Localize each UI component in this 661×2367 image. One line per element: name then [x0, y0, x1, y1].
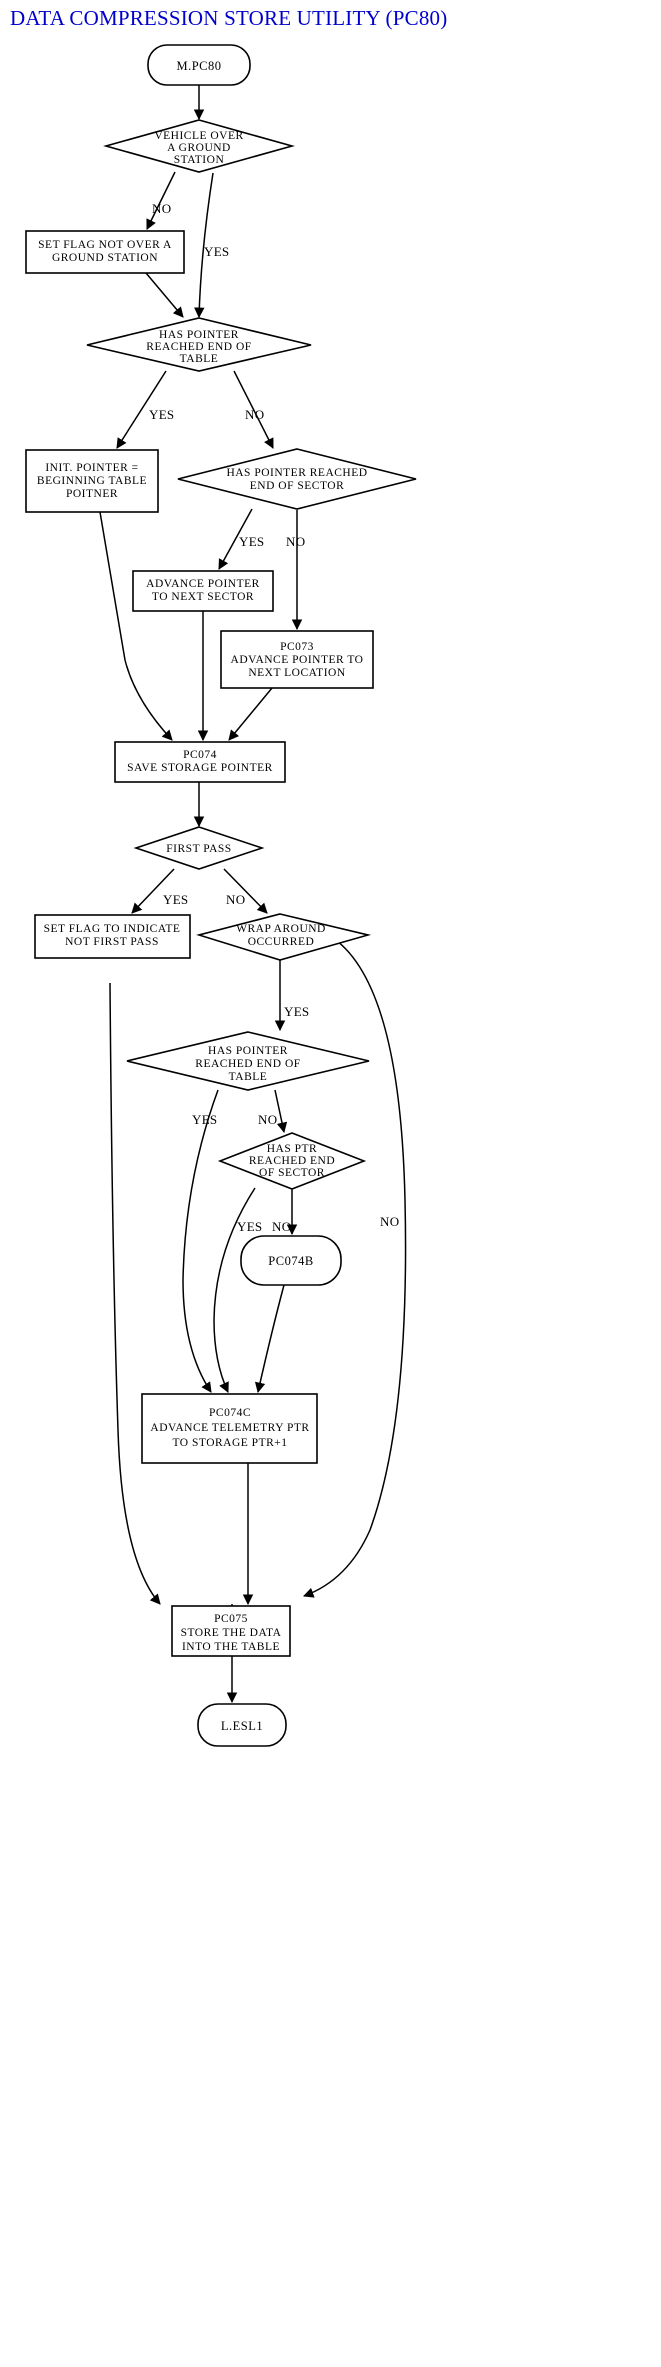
- edge-firstpass-no: [223, 868, 268, 914]
- edge-label-wrap-no: NO: [380, 1214, 399, 1229]
- node-sector2-line-1: HAS PTR: [267, 1143, 317, 1155]
- edge-pc073-to-pc074: [228, 687, 273, 741]
- edge-vehicle-no: [146, 171, 176, 230]
- node-setflag-notover-line-1: SET FLAG NOT OVER A: [38, 239, 172, 251]
- node-decision-has-ptr-reached-end-of-sector-2[interactable]: HAS PTR REACHED END OF SECTOR: [217, 1132, 367, 1190]
- edge-table1-no: [233, 370, 274, 449]
- node-decision-has-pointer-reached-end-of-table-2[interactable]: HAS POINTER REACHED END OF TABLE: [126, 1031, 370, 1091]
- node-sector1-line-2: END OF SECTOR: [250, 480, 344, 492]
- node-pc074-line-1: PC074: [183, 749, 217, 761]
- node-pc074c-line-1: PC074C: [209, 1407, 251, 1419]
- node-firstpass-label: FIRST PASS: [166, 843, 231, 855]
- node-wrap-line-1: WRAP AROUND: [236, 923, 326, 935]
- edge-label-table1-yes: YES: [149, 407, 174, 422]
- node-table2-line-1: HAS POINTER: [208, 1045, 288, 1057]
- node-terminator-pc074b[interactable]: PC074B: [240, 1235, 342, 1286]
- node-process-set-flag-not-first-pass[interactable]: SET FLAG TO INDICATE NOT FIRST PASS: [34, 914, 191, 959]
- node-decision-first-pass[interactable]: FIRST PASS: [133, 826, 265, 870]
- node-process-pc074[interactable]: PC074 SAVE STORAGE POINTER: [114, 741, 286, 783]
- node-pc074b-label: PC074B: [268, 1254, 313, 1268]
- edge-label-table2-yes: YES: [192, 1112, 217, 1127]
- node-table2-line-3: TABLE: [229, 1071, 268, 1083]
- node-vehicle-line-3: STATION: [174, 154, 225, 166]
- edge-label-sector1-yes: YES: [239, 534, 264, 549]
- node-process-init-pointer[interactable]: INIT. POINTER = BEGINNING TABLE POITNER: [25, 449, 159, 513]
- node-initpointer-line-1: INIT. POINTER =: [45, 462, 138, 474]
- edge-setflagnotfirst-to-pc075: [109, 982, 161, 1605]
- node-table1-line-3: TABLE: [180, 353, 219, 365]
- node-table1-line-1: HAS POINTER: [159, 329, 239, 341]
- node-sector1-line-1: HAS POINTER REACHED: [226, 467, 367, 479]
- edge-label-firstpass-yes: YES: [163, 892, 188, 907]
- edge-label-vehicle-yes: YES: [204, 244, 229, 259]
- node-decision-has-pointer-reached-end-of-table-1[interactable]: HAS POINTER REACHED END OF TABLE: [86, 317, 312, 372]
- edge-pc074b-to-pc074c: [254, 1284, 285, 1394]
- page-title: DATA COMPRESSION STORE UTILITY (PC80): [10, 6, 448, 30]
- edge-sector1-yes: [218, 508, 253, 570]
- node-pc073-line-3: NEXT LOCATION: [248, 667, 346, 679]
- edge-sector2-yes: [213, 1187, 256, 1393]
- edge-initpointer-to-pc074: [99, 511, 173, 741]
- node-initpointer-line-2: BEGINNING TABLE: [37, 475, 147, 487]
- node-setflag-notfirst-line-2: NOT FIRST PASS: [65, 936, 159, 948]
- edge-vehicle-yes: [194, 172, 214, 319]
- node-start-label: M.PC80: [176, 59, 221, 73]
- edge-label-wrap-yes: YES: [284, 1004, 309, 1019]
- node-terminator-end[interactable]: L.ESL1: [197, 1703, 287, 1747]
- node-vehicle-line-2: A GROUND: [167, 142, 231, 154]
- edge-wrap-no: [303, 935, 407, 1598]
- node-vehicle-line-1: VEHICLE OVER: [154, 130, 243, 142]
- edge-label-sector1-no: NO: [286, 534, 305, 549]
- node-sector2-line-2: REACHED END: [249, 1155, 335, 1167]
- node-decision-vehicle-over-ground-station[interactable]: VEHICLE OVER A GROUND STATION: [103, 119, 295, 173]
- node-pc075-line-1: PC075: [214, 1613, 248, 1625]
- node-pc075-line-2: STORE THE DATA: [181, 1627, 282, 1639]
- node-process-set-flag-not-over-ground-station[interactable]: SET FLAG NOT OVER A GROUND STATION: [25, 230, 185, 274]
- node-setflag-notfirst-line-1: SET FLAG TO INDICATE: [44, 923, 181, 935]
- node-advsector-line-1: ADVANCE POINTER: [146, 578, 260, 590]
- node-sector2-line-3: OF SECTOR: [259, 1167, 325, 1179]
- node-pc074c-line-2: ADVANCE TELEMETRY PTR: [150, 1422, 309, 1434]
- edge-label-firstpass-no: NO: [226, 892, 245, 907]
- edge-table1-yes: [116, 370, 167, 449]
- node-start[interactable]: M.PC80: [147, 44, 251, 86]
- edge-setflag-to-table1: [145, 272, 184, 318]
- node-pc074c-line-3: TO STORAGE PTR+1: [172, 1437, 287, 1449]
- node-pc075-line-3: INTO THE TABLE: [182, 1641, 280, 1653]
- node-table2-line-2: REACHED END OF: [195, 1058, 300, 1070]
- node-end-label: L.ESL1: [221, 1719, 263, 1733]
- node-decision-wrap-around-occurred[interactable]: WRAP AROUND OCCURRED: [196, 913, 372, 961]
- edge-firstpass-yes: [131, 868, 175, 914]
- node-advsector-line-2: TO NEXT SECTOR: [152, 591, 254, 603]
- edge-label-table1-no: NO: [245, 407, 264, 422]
- node-initpointer-line-3: POITNER: [66, 488, 118, 500]
- node-setflag-notover-line-2: GROUND STATION: [52, 252, 158, 264]
- node-wrap-line-2: OCCURRED: [248, 936, 315, 948]
- edge-table2-no: [274, 1089, 288, 1134]
- edge-label-vehicle-no: NO: [152, 201, 171, 216]
- edge-label-sector2-no: NO: [272, 1219, 291, 1234]
- node-pc073-line-2: ADVANCE POINTER TO: [231, 654, 364, 666]
- edge-label-table2-no: NO: [258, 1112, 277, 1127]
- edge-table2-yes: [182, 1089, 219, 1393]
- node-process-pc074c[interactable]: PC074C ADVANCE TELEMETRY PTR TO STORAGE …: [141, 1393, 318, 1464]
- node-process-pc075[interactable]: PC075 STORE THE DATA INTO THE TABLE: [171, 1605, 291, 1657]
- node-table1-line-2: REACHED END OF: [146, 341, 251, 353]
- node-decision-has-pointer-reached-end-of-sector[interactable]: HAS POINTER REACHED END OF SECTOR: [177, 448, 417, 510]
- node-pc074-line-2: SAVE STORAGE POINTER: [127, 762, 273, 774]
- node-process-advance-pointer-next-sector[interactable]: ADVANCE POINTER TO NEXT SECTOR: [132, 570, 274, 612]
- node-process-pc073[interactable]: PC073 ADVANCE POINTER TO NEXT LOCATION: [220, 630, 374, 689]
- edge-label-sector2-yes: YES: [237, 1219, 262, 1234]
- node-pc073-line-1: PC073: [280, 641, 314, 653]
